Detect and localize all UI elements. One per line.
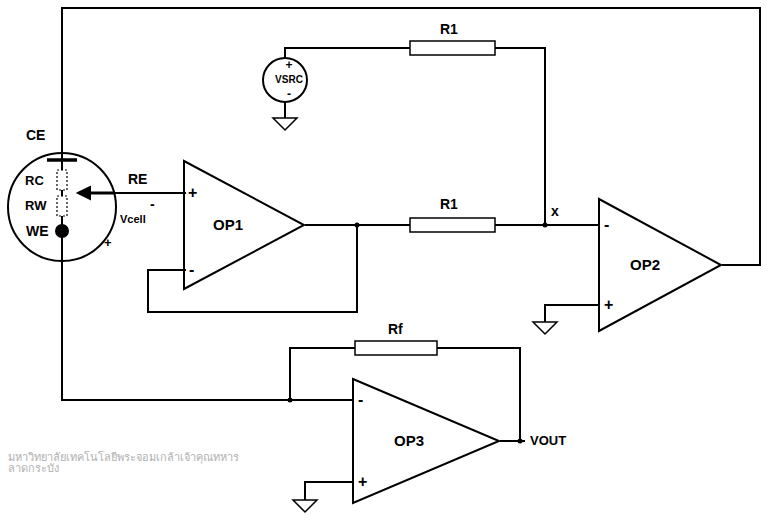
- node-name: x: [551, 204, 559, 218]
- resistor-symbol: [410, 218, 495, 232]
- input-sign: +: [358, 474, 367, 490]
- electrochemical-cell: CERCRWWE: [7, 152, 117, 262]
- ground-symbol: [273, 118, 297, 130]
- input-sign: +: [188, 185, 197, 201]
- junction-dot: [543, 223, 548, 228]
- wire-connector: [114, 192, 183, 194]
- op-amp-label: OP2: [630, 257, 660, 272]
- circle-outline: [7, 152, 117, 262]
- wire-connector: [62, 8, 760, 265]
- electrode-label: RE: [128, 172, 147, 186]
- input-sign: -: [604, 217, 609, 233]
- source-label: VSRC: [266, 75, 312, 85]
- op-amp: + OP1 -: [183, 160, 305, 290]
- op-amp-outline: [352, 378, 500, 504]
- op-amp-outline: [183, 160, 305, 290]
- triangle-outline: [599, 199, 721, 331]
- wire-connector: [62, 262, 352, 400]
- triangle-outline: [353, 379, 499, 503]
- electrode-label: CE: [26, 128, 45, 142]
- watermark: มหาวิทยาลัยเทคโนโลยีพระจอมเกล้าเจ้าคุณทห…: [8, 452, 278, 474]
- resistor-label: RC: [25, 174, 44, 187]
- polarity-sign: +: [266, 59, 312, 71]
- input-sign: +: [604, 297, 613, 313]
- reference-electrode-line: [88, 192, 115, 195]
- input-sign: -: [358, 392, 363, 408]
- wire: [305, 482, 352, 500]
- wire: [148, 225, 357, 312]
- wire: [545, 305, 598, 322]
- wire: [284, 103, 286, 118]
- resistor-symbol: [410, 41, 495, 55]
- wire: [290, 348, 525, 441]
- wire: [285, 48, 545, 225]
- circle-outline: [8, 153, 116, 261]
- triangle-outline: [184, 161, 304, 289]
- signal-name: Vcell: [120, 214, 146, 225]
- polarity-sign: -: [150, 197, 155, 211]
- ground-symbol: [533, 322, 557, 334]
- junction-dot: [355, 223, 360, 228]
- resistor-label: R1: [440, 197, 458, 211]
- op-amp: - OP3 +: [352, 378, 500, 504]
- op-amp-label: OP3: [394, 433, 424, 448]
- input-sign: -: [189, 262, 194, 278]
- resistor-label: R1: [440, 22, 458, 36]
- resistor-symbol: [57, 196, 67, 216]
- resistor-symbol: [355, 341, 437, 355]
- ground-symbol: [293, 500, 317, 512]
- voltage-source: +VSRC-: [262, 57, 308, 103]
- junction-dot: [518, 439, 523, 444]
- resistor-symbol: [57, 170, 67, 190]
- op-amp-label: OP1: [213, 217, 243, 232]
- polarity-sign: -: [266, 88, 312, 100]
- op-amp: - OP2 +: [598, 198, 722, 332]
- electrode-label: WE: [26, 224, 49, 238]
- resistor-label: RW: [25, 199, 46, 212]
- signal-name: VOUT: [530, 434, 566, 447]
- arrowhead: [78, 187, 90, 199]
- resistor-label: Rf: [388, 322, 403, 336]
- working-electrode-dot: [56, 225, 68, 237]
- polarity-sign: +: [104, 236, 112, 249]
